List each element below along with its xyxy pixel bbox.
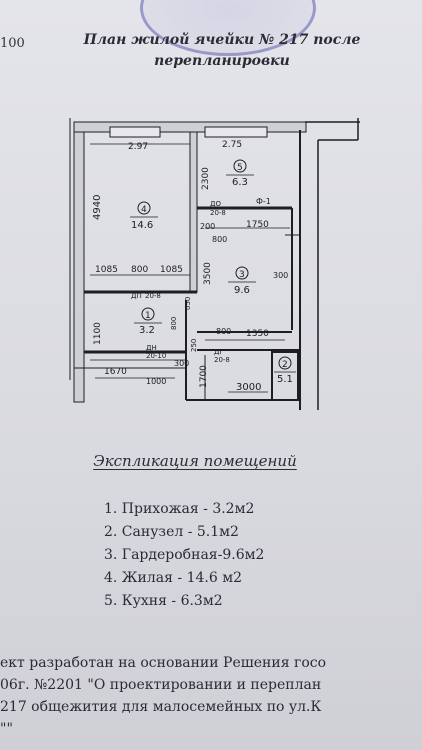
explication-title: Экспликация помещений [93,452,297,470]
window-top-left [109,126,161,138]
room-1-number: 1 [145,311,151,321]
door-do-label: ДО [210,200,221,208]
room-4-area: 14.6 [131,220,153,231]
dim-250: 250 [190,339,198,352]
dim-800-c: 800 [216,327,231,336]
dimension-lines [90,143,290,393]
dim-1670: 1670 [104,367,127,377]
explication-item: 5. Кухня - 6.3м2 [104,593,223,609]
dim-3000: 3000 [236,382,261,393]
door-dg-size: 20-8 [214,356,230,364]
explication-item: 1. Прихожая - 3.2м2 [104,501,255,517]
room-5-area: 6.3 [232,177,248,188]
dim-800-a: 800 [131,265,148,275]
dim-kitchen-vertical: 2300 [201,167,211,190]
dim-800-b: 800 [212,235,227,244]
plan-title: План жилой ячейки № 217 после перепланир… [52,30,392,72]
dim-1100: 1100 [93,322,103,345]
page-number: 100 [0,36,25,51]
explication-item: 2. Санузел - 5.1м2 [104,524,239,540]
room-4-marker: 4 14.6 [130,201,158,231]
door-dp-size: 20-8 [145,292,161,300]
room-1-marker: 1 3.2 [134,307,162,336]
dim-800-d: 800 [170,317,178,330]
plan-walls [69,118,360,410]
window-top-right [204,126,268,138]
explication-item: 3. Гардеробная-9.6м2 [104,547,265,563]
footer-line-1: ект разработан на основании Решения госо [0,655,327,671]
left-wall [73,121,85,403]
room-2-number: 2 [282,360,288,370]
dim-1350: 1350 [246,329,269,339]
room-1-area: 3.2 [139,325,155,336]
mark-f1: Ф-1 [256,197,271,206]
door-dn-size: 20-10 [146,352,166,360]
explication-list: 1. Прихожая - 3.2м2 2. Санузел - 5.1м2 3… [104,498,264,613]
dim-1700: 1700 [199,365,209,388]
top-wall [73,121,307,133]
footer-line-2: 06г. №2201 "О проектировании и переплан [0,677,322,693]
footer-line-3: 217 общежития для малосемейных по ул.К [0,699,322,715]
dim-1085-a: 1085 [95,265,118,275]
room-5-marker: 5 6.3 [226,159,254,188]
dim-050: 050 [184,297,192,310]
dim-300-a: 300 [273,271,288,280]
room-4-number: 4 [141,205,147,215]
footer-line-4: "" [0,721,13,737]
dim-1085-b: 1085 [160,265,183,275]
door-dp-label: ДП [131,292,142,300]
room-3-marker: 3 9.6 [228,266,256,296]
room-5-number: 5 [237,163,243,173]
room-3-number: 3 [239,270,245,280]
dim-200: 200 [200,222,215,231]
dim-1000: 1000 [146,377,166,386]
room-3-area: 9.6 [234,285,250,296]
door-dg-label: ДГ [214,348,224,356]
dim-top-left: 2.97 [128,142,148,152]
dim-300-b: 300 [174,359,189,368]
floor-plan: 2.97 2.75 4940 2300 1085 800 1085 3500 1… [69,118,360,410]
dim-top-right: 2.75 [222,140,242,150]
door-dn-label: ДН [146,344,157,352]
door-do-size: 20-8 [210,209,226,217]
footer-text: ект разработан на основании Решения госо… [0,652,422,740]
room-2-area: 5.1 [277,374,293,385]
dim-3500: 3500 [203,262,213,285]
plan-title-line-2: перепланировки [154,53,290,69]
wall-4-5 [189,131,198,293]
room-2-marker: 2 5.1 [274,356,296,385]
dim-1750: 1750 [246,220,269,230]
plan-title-line-1: План жилой ячейки № 217 после [83,32,361,48]
dim-left-vertical: 4940 [92,195,103,220]
explication-item: 4. Жилая - 14.6 м2 [104,570,242,586]
